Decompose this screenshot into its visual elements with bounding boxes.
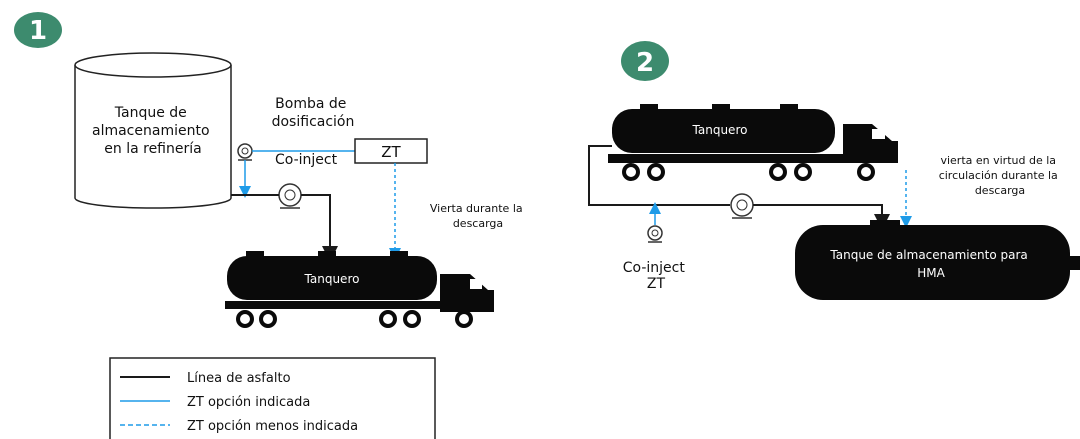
svg-text:Vierta durante la descarga: Vierta durante la descarga (430, 202, 526, 230)
pour-note-1-line1: Vierta durante la (430, 202, 523, 215)
pour-note-2-line2: circulación durante la (939, 169, 1058, 182)
zt-box-label: ZT (381, 143, 401, 161)
refinery-storage-tank: Tanque de almacenamiento en la refinería (74, 52, 232, 209)
tanker-truck-2: Tanquero (608, 104, 898, 181)
asphalt-line-2b (753, 204, 890, 230)
pour-note-2-line1: vierta en virtud de la (940, 154, 1056, 167)
dosing-pump-icon (237, 143, 253, 161)
pump-label-line2: dosificación (272, 114, 355, 130)
truck-2-label: Tanquero (692, 123, 748, 137)
coinject-label-2-line1: Co-inject (623, 260, 686, 276)
hma-tank-label-line2: HMA (917, 266, 945, 280)
asphalt-line-1b (301, 194, 338, 262)
step-number-2: 2 (636, 48, 654, 78)
step-badge-2: 2 (621, 41, 669, 81)
pump-label-line1: Bomba de (275, 96, 346, 112)
transfer-pump-2-icon (730, 193, 754, 219)
refinery-tank-label-line2: almacenamiento (92, 123, 210, 139)
svg-text:Tanque de almacenamiento para: Tanque de almacenamiento para HMA (829, 248, 1031, 280)
hma-storage-tank: Tanque de almacenamiento para HMA (795, 220, 1080, 300)
svg-text:vierta en virtud de la cir: vierta en virtud de la circulación duran… (939, 154, 1062, 197)
zt-box: ZT (354, 138, 428, 164)
svg-text:Tanque de almacenamiento: Tanque de almacenamiento en la refinería (92, 105, 214, 157)
step-badge-1: 1 (14, 12, 62, 48)
legend-label-zt-less-indicated: ZT opción menos indicada (187, 419, 358, 434)
legend-label-zt-indicated: ZT opción indicada (187, 395, 310, 410)
hma-tank-label-line1: Tanque de almacenamiento para (829, 248, 1027, 262)
coinject-label-2-line2: ZT (647, 276, 666, 292)
svg-text:Co-inject ZT: Co-inject ZT (623, 260, 690, 292)
svg-text:Bomba de dosificación: Bomba de dosificación (272, 96, 355, 130)
coinject-pump-2-icon (647, 225, 663, 243)
pour-note-2-line3: descarga (975, 184, 1025, 197)
refinery-tank-label-line1: Tanque de (114, 105, 187, 121)
coinject-label-1: Co-inject (275, 152, 338, 168)
pour-note-1-line2: descarga (453, 217, 503, 230)
transfer-pump-1-icon (278, 183, 302, 209)
tanker-truck-1: Tanquero (225, 251, 494, 328)
refinery-tank-label-line3: en la refinería (104, 141, 201, 157)
legend-label-asphalt: Línea de asfalto (187, 371, 291, 386)
step-number-1: 1 (29, 16, 47, 46)
legend: Línea de asfalto ZT opción indicada ZT o… (109, 357, 436, 439)
truck-1-label: Tanquero (304, 272, 360, 286)
